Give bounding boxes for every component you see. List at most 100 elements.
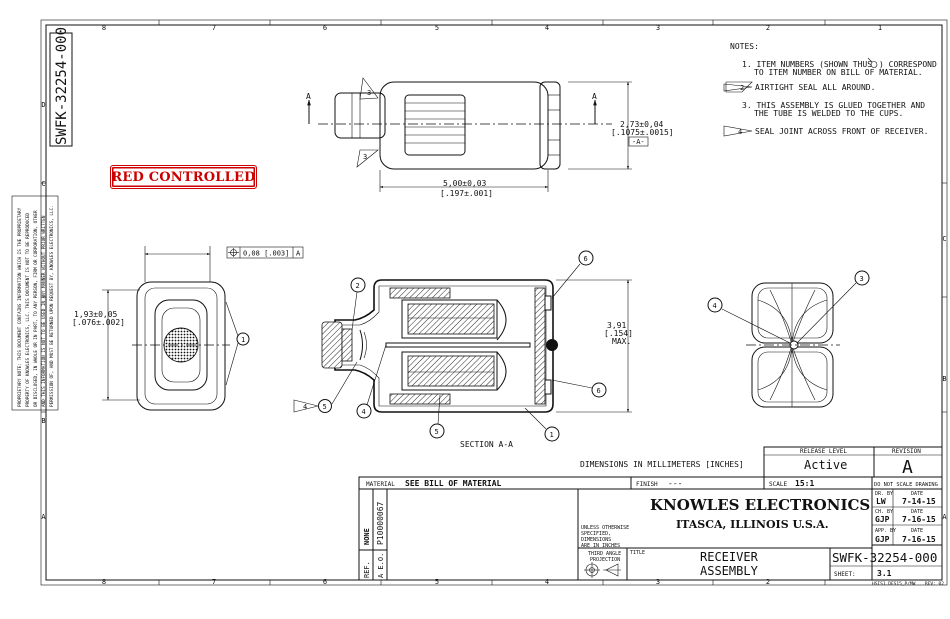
zone-col-bot-2: 2 [766, 578, 770, 586]
notes-block: NOTES: 1. ITEM NUMBERS (SHOWN THUS ) COR… [723, 42, 937, 137]
dimensions-note: DIMENSIONS IN MILLIMETERS [INCHES] [580, 460, 744, 469]
zone-row-left-a: A [41, 513, 46, 521]
position-tolerance-icon [228, 248, 239, 257]
seal-point [546, 339, 558, 351]
finish-label: FINISH [636, 481, 658, 488]
section-dim-max-in: [.154] [604, 329, 633, 338]
revision-value: A [902, 457, 913, 478]
zone-row-left-b: B [41, 417, 45, 425]
zone-col-top-4: 4 [545, 24, 549, 32]
proprietary-line-3: OR DISCLOSED, IN WHOLE OR IN PART, TO AN… [33, 210, 39, 407]
ref-label: REF. [363, 561, 371, 578]
zone-col-bot-8: 8 [102, 578, 106, 586]
flag-3-upper-icon [359, 77, 379, 100]
top-view: A A 3 3 2,73±0,04 [.1075±.0015] -A- 5,00… [306, 77, 674, 198]
sheet-label: SHEET: [834, 571, 856, 578]
zone-col-bot-3: 3 [656, 578, 660, 586]
note-1-line1-end: ) CORRESPOND [879, 60, 937, 69]
release-level-value: Active [804, 458, 847, 472]
note-3-line1: 3. THIS ASSEMBLY IS GLUED TOGETHER AND [742, 101, 925, 110]
section-balloon-4 [356, 403, 372, 419]
zone-row-left-d: D [41, 101, 45, 109]
note-2-text: AIRTIGHT SEAL ALL AROUND. [755, 83, 875, 92]
app-date-value: 7-16-15 [902, 535, 936, 544]
flag-3-lower-number: 3 [363, 153, 367, 161]
zone-row-right-b: B [942, 375, 946, 383]
datum-a-label: -A- [632, 138, 645, 146]
scale-value: 15:1 [795, 479, 814, 488]
item-1-balloon [236, 332, 250, 346]
zone-col-top-1: 1 [878, 24, 882, 32]
dr-by-label: DR. BY [875, 491, 893, 497]
dr-by-value: LW [876, 497, 886, 506]
section-note-4-flag-icon [293, 399, 319, 413]
dr-date-value: 7-14-15 [902, 497, 936, 506]
flag-3-lower-icon [356, 149, 379, 168]
zone-col-bot-6: 6 [323, 578, 327, 586]
zone-col-top-6: 6 [323, 24, 327, 32]
title-line-1: RECEIVER [700, 550, 759, 564]
proprietary-line-2: PROPERTY OF KNOWLES ELECTRONICS, LLC. TH… [25, 213, 31, 407]
ecn-value: P10000067 [376, 501, 385, 545]
section-item-4: 4 [362, 408, 366, 416]
section-balloon-6-bottom [591, 382, 607, 398]
note-2-flag-icon [723, 81, 753, 93]
flag-3-upper-number: 3 [367, 89, 371, 97]
app-by-label: APP. BY [875, 528, 896, 534]
section-item-6-top: 6 [584, 255, 588, 263]
zone-col-top-5: 5 [435, 24, 439, 32]
ch-by-label: CH. BY [875, 509, 893, 515]
item-1-number: 1 [241, 336, 245, 344]
date-label-1: DATE [911, 491, 923, 497]
top-dim-height-in: [.1075±.0015] [611, 128, 674, 137]
ecn-label: A E.O. [377, 553, 385, 578]
app-by-value: GJP [875, 535, 890, 544]
tolerance-datum: A [296, 250, 301, 258]
section-letter-left: A [306, 92, 311, 101]
do-not-scale: DO NOT SCALE DRAWING [874, 482, 938, 488]
note-2-flag-number: 2 [740, 84, 744, 92]
sheet-value: 3.1 [877, 569, 892, 578]
section-flag-note: 4 [303, 403, 307, 411]
rear-balloon-4 [707, 297, 723, 313]
red-controlled-stamp: RED CONTROLLED [110, 165, 257, 189]
section-balloon-1 [544, 426, 560, 442]
scale-label: SCALE [769, 481, 787, 488]
zone-row-right-c: C [942, 235, 946, 243]
proprietary-line-5: PERMISSION OF, AND MUST BE RETURNED UPON… [49, 205, 55, 407]
top-dim-length-in: [.197±.001] [440, 189, 493, 198]
zone-col-bot-5: 5 [435, 578, 439, 586]
ch-by-value: GJP [875, 515, 890, 524]
company-name: KNOWLES ELECTRONICS [650, 496, 870, 514]
title-block-drawing-number: SWFK-32254-000 [832, 550, 937, 565]
top-view-ribs [405, 102, 465, 144]
rear-item-4: 4 [713, 302, 717, 310]
zone-row-labels: D C B A C B A [41, 101, 947, 521]
section-item-5: 5 [435, 428, 439, 436]
finish-value: --- [668, 479, 682, 488]
section-flag-item: 5 [323, 403, 327, 411]
top-dim-length-mm: 5,00±0,03 [443, 179, 487, 188]
section-dim-max-mm: 3,91 [607, 321, 626, 330]
note-3-line2: THE TUBE IS WELDED TO THE CUPS. [754, 109, 903, 118]
ref-value: NONE [363, 528, 371, 545]
proprietary-note: PROPRIETARY NOTE: THIS DOCUMENT CONTAINS… [11, 195, 59, 411]
section-item-2: 2 [356, 282, 360, 290]
tol-note-1: UNLESS OTHERWISE [581, 525, 629, 531]
title-line-2: ASSEMBLY [700, 564, 759, 578]
tol-note-3: DIMENSIONS [581, 537, 611, 543]
item-balloon-icon [867, 57, 878, 68]
projection-label-1: THIRD ANGLE [588, 551, 621, 557]
note-4-text: SEAL JOINT ACROSS FRONT OF RECEIVER. [755, 127, 928, 136]
projection-label-2: PROJECTION [590, 557, 620, 563]
zone-col-bot-4: 4 [545, 578, 549, 586]
end-dim-width-in: [.076±.002] [72, 318, 125, 327]
section-balloon-5-flag [318, 399, 332, 413]
end-view: 0,08 [.003] A 1,93±0,05 [.076±.002] 1 [72, 246, 304, 411]
section-balloon-2 [350, 277, 366, 293]
zone-col-top-2: 2 [766, 24, 770, 32]
tol-note-4: ARE IN INCHES [581, 543, 620, 549]
note-4-flag-number: 4 [738, 128, 742, 136]
title-block: RELEASE LEVEL Active REVISION A MATERIAL… [358, 446, 944, 587]
